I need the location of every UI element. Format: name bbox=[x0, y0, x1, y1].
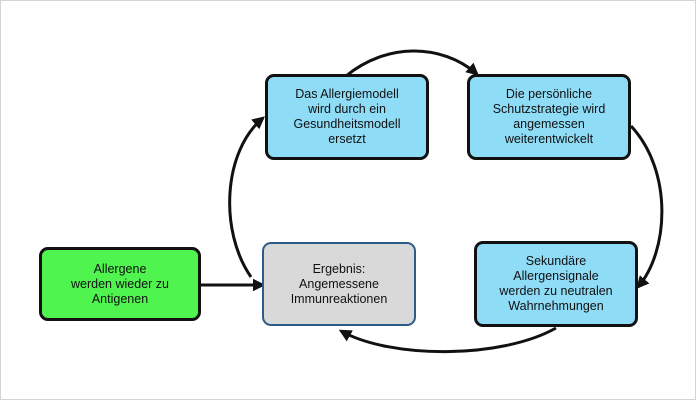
node-model: Das Allergiemodell wird durch ein Gesund… bbox=[265, 74, 429, 160]
node-allergen: Allergene werden wieder zu Antigenen bbox=[39, 247, 201, 321]
node-allergen-label: Allergene werden wieder zu Antigenen bbox=[71, 261, 169, 306]
node-strategy-label: Die persönliche Schutzstrategie wird ang… bbox=[492, 87, 606, 146]
arrow-strategy-to-signals bbox=[629, 124, 664, 289]
node-model-label: Das Allergiemodell wird durch ein Gesund… bbox=[293, 87, 401, 146]
arrow-model-to-strategy bbox=[345, 49, 479, 78]
arrow-result-to-model bbox=[228, 116, 265, 278]
node-signals: Sekundäre Allergensignale werden zu neut… bbox=[474, 241, 638, 327]
node-result: Ergebnis: Angemessene Immunreaktionen bbox=[262, 242, 416, 326]
node-result-label: Ergebnis: Angemessene Immunreaktionen bbox=[290, 261, 388, 306]
arrow-signals-to-result bbox=[338, 326, 557, 354]
node-signals-label: Sekundäre Allergensignale werden zu neut… bbox=[499, 254, 613, 313]
node-strategy: Die persönliche Schutzstrategie wird ang… bbox=[467, 74, 631, 160]
